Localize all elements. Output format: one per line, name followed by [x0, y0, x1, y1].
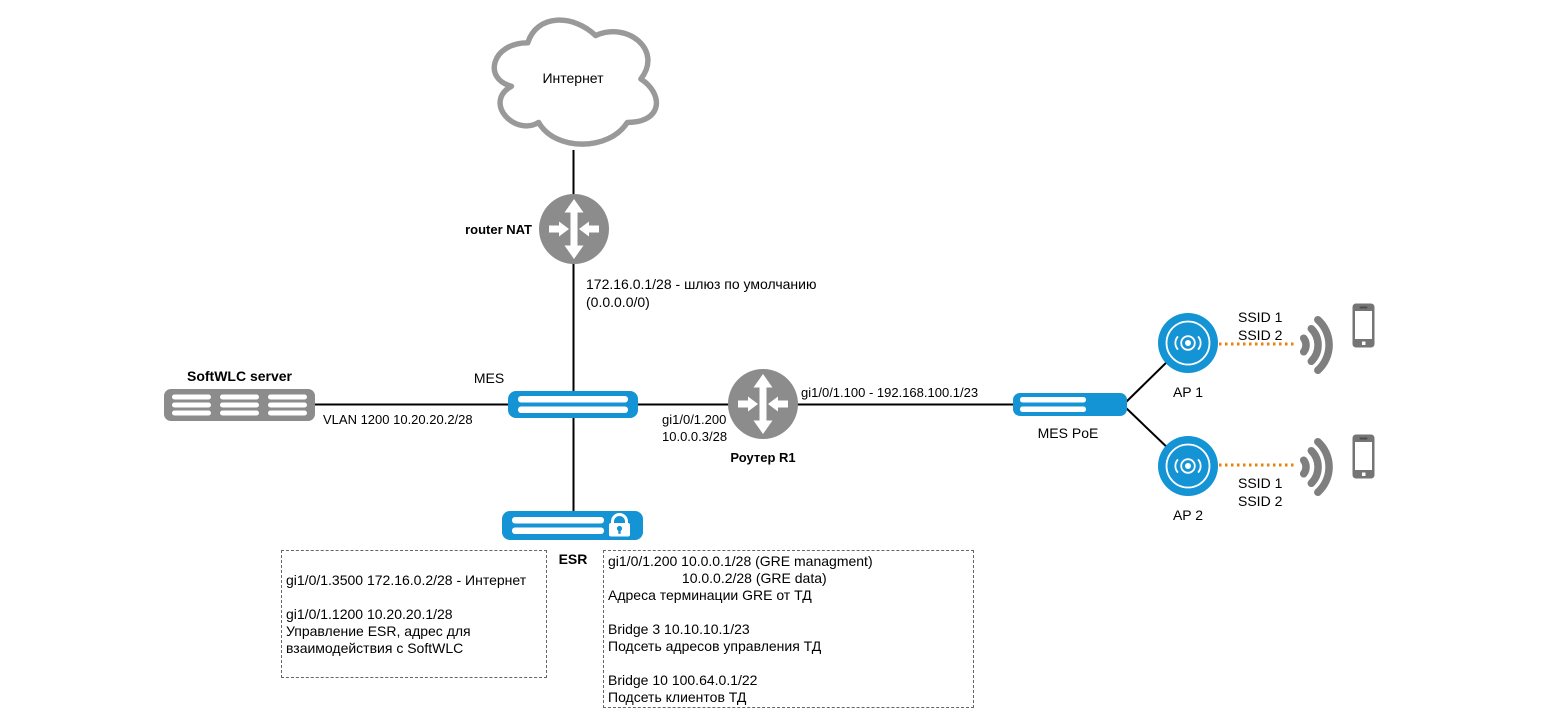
internet-cloud-icon	[491, 17, 659, 147]
mes-poe-label: MES PoE	[1037, 425, 1099, 441]
esr-icon	[502, 511, 643, 540]
ap2-label: AP 2	[1172, 507, 1204, 523]
router-r1-label: Роутер R1	[730, 450, 796, 465]
router-nat-label: router NAT	[465, 222, 532, 237]
softwlc-server-label: SoftWLC server	[186, 368, 293, 384]
default-gateway-label: 172.16.0.1/28 - шлюз по умолчанию (0.0.0…	[586, 276, 817, 310]
router-r1-icon	[728, 369, 798, 439]
ap1-icon	[1158, 313, 1218, 373]
r1-mespoe-link-label: gi1/0/1.100 - 192.168.100.1/23	[801, 385, 979, 400]
mes-switch-icon	[508, 391, 638, 418]
internet-label: Интернет	[542, 70, 604, 86]
ap1-label: AP 1	[1172, 384, 1204, 400]
mes-r1-link-label: gi1/0/1.200 10.0.0.3/28	[662, 412, 728, 444]
ap1-ssid-label: SSID 1 SSID 2	[1238, 309, 1283, 343]
ap2-icon	[1158, 436, 1218, 496]
softwlc-server-icon	[164, 389, 315, 421]
ap2-wifi-signal-icon	[1299, 437, 1333, 497]
mes-label: MES	[473, 370, 505, 386]
lock-icon	[609, 513, 630, 537]
esr-note: gi1/0/1.3500 172.16.0.2/28 - Интернет gi…	[281, 550, 547, 678]
ap2-smartphone-icon	[1352, 434, 1375, 479]
vlan-link-label: VLAN 1200 10.20.20.2/28	[323, 412, 473, 427]
ap1-wifi-signal-icon	[1299, 315, 1333, 375]
ap1-smartphone-icon	[1352, 303, 1375, 348]
esr-label: ESR	[558, 551, 588, 567]
router-r1-note: gi1/0/1.200 10.0.0.1/28 (GRE managment) …	[603, 550, 974, 708]
mes-poe-switch-icon	[1013, 393, 1127, 416]
router-nat-icon	[539, 194, 609, 264]
ap2-ssid-label: SSID 1 SSID 2	[1238, 475, 1283, 509]
